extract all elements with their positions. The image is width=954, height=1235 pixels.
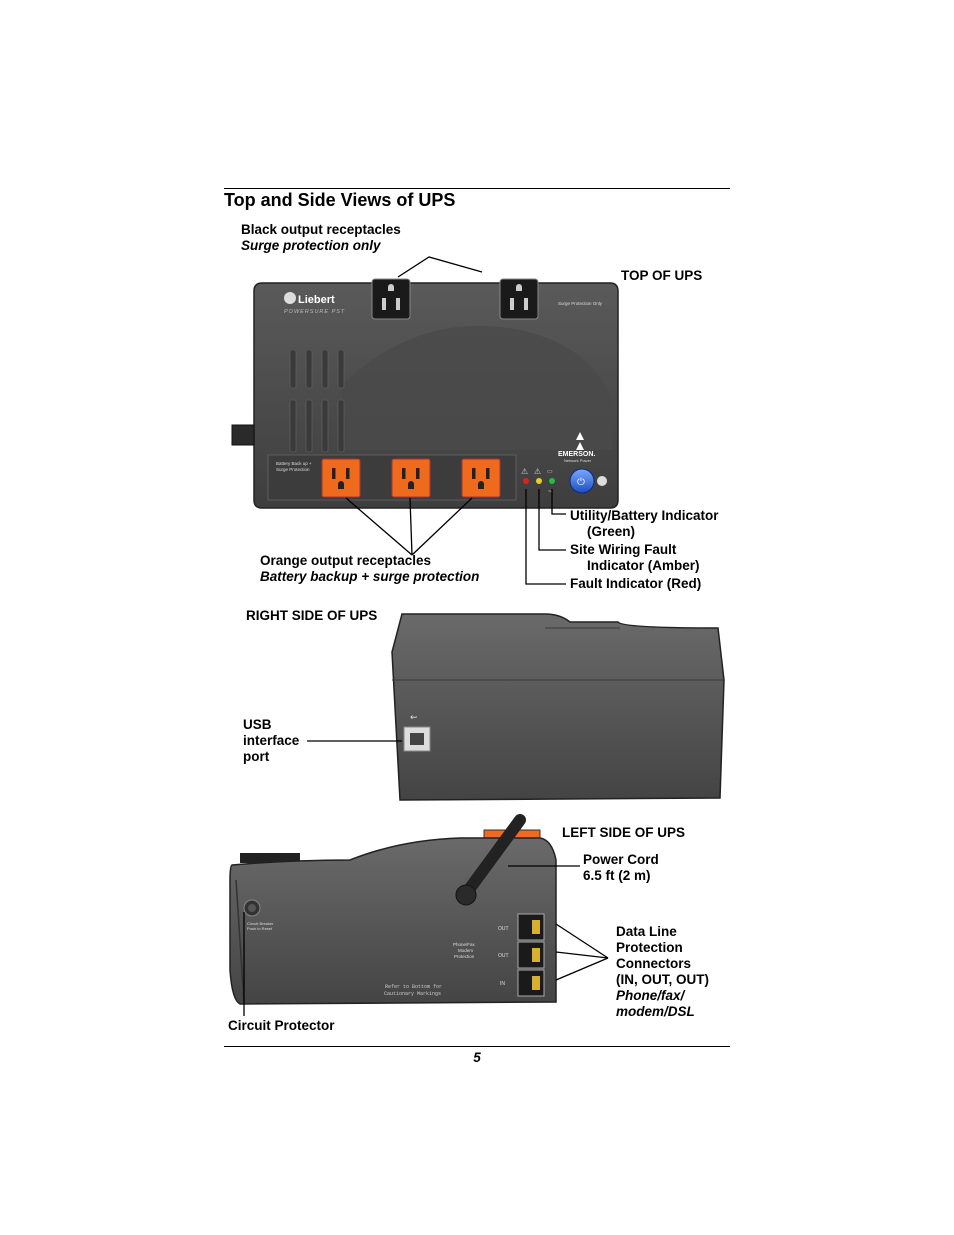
port-in-label: IN	[500, 981, 505, 987]
cert-mark-icon	[597, 476, 607, 486]
power-button[interactable]	[569, 468, 595, 494]
right-side-heading: RIGHT SIDE OF UPS	[246, 608, 378, 623]
power-cord	[459, 814, 526, 901]
left-side-heading: LEFT SIDE OF UPS	[562, 825, 686, 840]
top-of-ups-heading: TOP OF UPS	[621, 268, 703, 283]
ac-icon: ~	[548, 487, 553, 496]
phone-label-1: Phone/Fax	[453, 942, 476, 947]
bottom-rule	[224, 1046, 730, 1047]
site-wiring-led-amber	[536, 478, 542, 484]
rj-port-out-2	[517, 941, 545, 969]
left-callout-lines	[243, 865, 609, 1016]
caution-label-1: Refer to Bottom for	[385, 984, 442, 990]
model-text: POWERSURE PST	[284, 309, 345, 315]
emerson-logo-icon	[576, 432, 584, 450]
black-receptacle-2	[499, 278, 539, 320]
page-number: 5	[473, 1050, 481, 1065]
top-rule	[224, 188, 730, 189]
green-indicator-label: Utility/Battery Indicator(Green)	[570, 508, 719, 539]
top-callout-lines	[345, 256, 566, 585]
usb-icon: ⇜	[410, 712, 418, 722]
section-title: Top and Side Views of UPS	[224, 190, 456, 210]
warning-icon: ⚠	[534, 467, 541, 476]
black-receptacle-1	[371, 278, 411, 320]
phone-label-3: Protection	[454, 954, 475, 959]
battery-label-1: Battery Back up +	[276, 461, 312, 466]
maker-sub-text: Network Power	[564, 458, 592, 463]
cord-stub	[231, 424, 255, 446]
caution-label-2: Cautionary Markings	[384, 991, 441, 997]
orange-receptacle-3	[461, 458, 501, 498]
brand-text: Liebert	[298, 294, 335, 306]
breaker-label-2: Push to Reset	[247, 926, 273, 931]
top-view-ups: Liebert POWERSURE PST Surge Protection O…	[231, 278, 619, 509]
breaker-label-1: Circuit Breaker	[247, 921, 274, 926]
utility-led-green	[549, 478, 555, 484]
port-out-label-2: OUT	[498, 953, 509, 959]
circuit-protector-label: Circuit Protector	[228, 1018, 335, 1033]
battery-label-2: Surge Protection	[276, 467, 310, 472]
phone-label-2: Modem	[458, 948, 473, 953]
surge-label: Surge Protection Only	[558, 301, 603, 306]
red-indicator-label: Fault Indicator (Red)	[570, 576, 702, 591]
maker-text: EMERSON.	[558, 451, 595, 458]
rj-port-out-1	[517, 913, 545, 941]
warning-icon: ⚠	[521, 467, 528, 476]
left-side-ups: Circuit Breaker Push to Reset Phone/Fax …	[229, 814, 557, 1005]
rj-port-in	[517, 969, 545, 997]
right-side-ups: ⇜	[391, 613, 725, 801]
port-out-label-1: OUT	[498, 926, 509, 932]
battery-icon: ▭	[547, 469, 553, 475]
fault-led-red	[523, 478, 529, 484]
power-icon: ⏻	[577, 477, 585, 488]
orange-receptacle-2	[391, 458, 431, 498]
orange-receptacle-1	[321, 458, 361, 498]
